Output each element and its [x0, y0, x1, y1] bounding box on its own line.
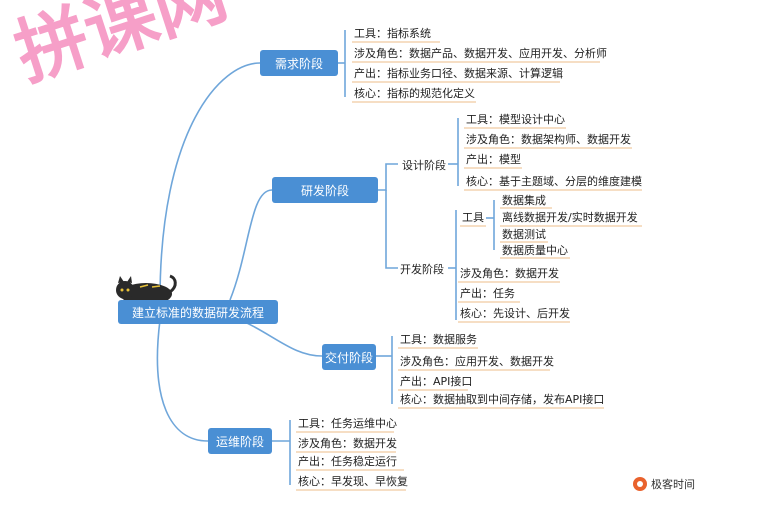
design-item: 工具：模型设计中心 [466, 113, 565, 126]
build-tool: 数据测试 [502, 228, 546, 241]
root-node: 建立标准的数据研发流程 [118, 300, 278, 324]
stage-ops-label: 运维阶段 [215, 434, 264, 449]
stage-develop-label: 研发阶段 [300, 183, 349, 198]
root-label: 建立标准的数据研发流程 [131, 305, 264, 320]
ops-item: 核心：早发现、早恢复 [298, 475, 408, 488]
stage-ops: 运维阶段 [208, 428, 272, 454]
build-tool: 数据质量中心 [502, 244, 568, 257]
build-tools-label: 工具 [462, 211, 484, 224]
ops-item: 涉及角色：数据开发 [298, 437, 397, 450]
demand-item: 涉及角色：数据产品、数据开发、应用开发、分析师 [354, 47, 607, 60]
brand-name: 极客时间 [651, 478, 695, 491]
demand-item: 工具：指标系统 [354, 27, 431, 40]
demand-item: 产出：指标业务口径、数据来源、计算逻辑 [354, 67, 563, 80]
demand-item: 核心：指标的规范化定义 [354, 87, 475, 100]
build-item: 产出：任务 [460, 287, 515, 300]
design-item: 涉及角色：数据架构师、数据开发 [466, 133, 631, 146]
build-tool: 离线数据开发/实时数据开发 [502, 211, 638, 224]
stage-delivery-label: 交付阶段 [324, 350, 373, 365]
delivery-item: 涉及角色：应用开发、数据开发 [400, 355, 554, 368]
stage-develop: 研发阶段 [272, 177, 378, 203]
brand-logo: 极客时间 [633, 476, 695, 492]
stage-delivery: 交付阶段 [322, 344, 376, 370]
substage-build: 开发阶段 [400, 263, 444, 276]
ops-item: 工具：任务运维中心 [298, 417, 397, 430]
build-item: 核心：先设计、后开发 [460, 307, 570, 320]
delivery-item: 产出：API接口 [400, 375, 473, 388]
cat-icon [116, 274, 177, 305]
design-item: 产出：模型 [466, 153, 521, 166]
design-item: 核心：基于主题域、分层的维度建模 [466, 175, 642, 188]
brand-logo-icon [633, 477, 647, 491]
ops-item: 产出：任务稳定运行 [298, 455, 397, 468]
delivery-item: 工具：数据服务 [400, 333, 477, 346]
stage-demand: 需求阶段 [260, 50, 338, 76]
substage-design: 设计阶段 [402, 159, 446, 172]
build-item: 涉及角色：数据开发 [460, 267, 559, 280]
build-tool: 数据集成 [502, 194, 546, 207]
delivery-item: 核心：数据抽取到中间存储，发布API接口 [400, 393, 605, 406]
stage-demand-label: 需求阶段 [274, 56, 323, 71]
